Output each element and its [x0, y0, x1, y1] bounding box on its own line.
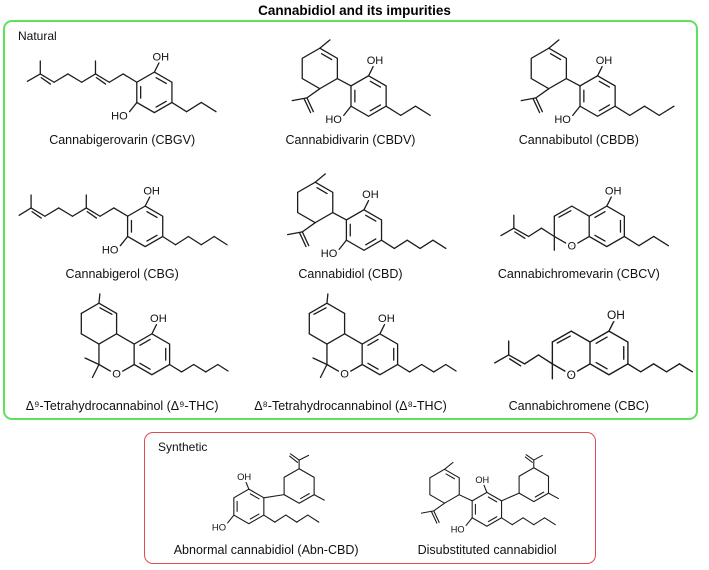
natural-grid: OH HO Cannabigerovarin (CBGV) OH HO Cannabidi…	[8, 37, 693, 416]
compound-cell-cbd: OH HO Cannabidiol (CBD)	[236, 150, 464, 284]
atom-label-oh: OH	[595, 55, 612, 67]
synthetic-grid: OH HO Abnormal cannabidiol (Abn-CBD) OH HO Di…	[149, 446, 591, 560]
structure-cbdv: OH HO	[291, 39, 432, 128]
atom-label-ho: HO	[554, 114, 571, 126]
atom-label-oh: OH	[605, 185, 622, 197]
atom-label-o: O	[567, 241, 576, 253]
atom-label-ho: HO	[111, 110, 128, 122]
compound-cell-thc8: OH O Δ⁸-Tetrahydrocannabinol (Δ⁸-THC)	[236, 284, 464, 416]
natural-group-box: Natural OH HO Cannabigerovarin (CBGV) OH HO C…	[3, 20, 698, 420]
atom-label-ho: HO	[102, 244, 119, 256]
compound-cell-cbg: OH HO Cannabigerol (CBG)	[8, 150, 236, 284]
compound-label-disubstituted-cbd: Disubstituted cannabidiol	[417, 543, 557, 557]
compound-cell-cbc: OH O Cannabichromene (CBC)	[465, 284, 693, 416]
atom-label-o: O	[112, 369, 121, 381]
structure-thc9: OH O	[80, 293, 229, 383]
compound-label-abn-cbd: Abnormal cannabidiol (Abn-CBD)	[173, 543, 359, 557]
atom-label-oh: OH	[476, 475, 490, 485]
structure-cbdb: OH HO	[520, 39, 675, 128]
atom-label-oh: OH	[237, 471, 251, 482]
compound-cell-thc9: OH O Δ⁹-Tetrahydrocannabinol (Δ⁹-THC)	[8, 284, 236, 416]
atom-label-oh: OH	[143, 185, 160, 197]
atom-label-oh: OH	[378, 313, 395, 325]
structure-cbd: OH HO	[287, 173, 447, 262]
structure-thc8: OH O	[308, 293, 457, 383]
compound-label-cbg: Cannabigerol (CBG)	[65, 267, 179, 281]
atom-label-oh: OH	[362, 189, 379, 201]
compound-cell-disubstituted-cbd: OH HO Disubstituted cannabidiol	[383, 446, 591, 560]
atom-label-ho: HO	[326, 114, 343, 126]
atom-label-o: O	[341, 369, 350, 381]
atom-label-oh: OH	[153, 51, 170, 63]
compound-label-cbdv: Cannabidivarin (CBDV)	[285, 133, 416, 147]
compound-cell-cbgv: OH HO Cannabigerovarin (CBGV)	[8, 37, 236, 150]
compound-cell-cbdv: OH HO Cannabidivarin (CBDV)	[236, 37, 464, 150]
figure-title: Cannabidiol and its impurities	[258, 3, 451, 18]
synthetic-group-box: Synthetic OH HO Abnormal cannabidiol (Abn-…	[144, 432, 596, 564]
atom-label-ho: HO	[451, 524, 465, 534]
compound-cell-cbdb: OH HO Cannabibutol (CBDB)	[465, 37, 693, 150]
atom-label-oh: OH	[607, 308, 625, 322]
structure-abn-cbd: OH HO	[210, 453, 325, 534]
compound-label-cbd: Cannabidiol (CBD)	[298, 267, 403, 281]
atom-label-ho: HO	[321, 248, 338, 260]
compound-label-cbdb: Cannabibutol (CBDB)	[518, 133, 639, 147]
compound-label-thc9: Δ⁹-Tetrahydrocannabinol (Δ⁹-THC)	[25, 399, 219, 413]
atom-label-o: O	[566, 368, 575, 382]
compound-label-thc8: Δ⁸-Tetrahydrocannabinol (Δ⁸-THC)	[254, 399, 447, 413]
structure-cbcv: OH O	[499, 183, 669, 255]
compound-label-cbgv: Cannabigerovarin (CBGV)	[49, 133, 196, 147]
structure-cbgv: OH HO	[26, 49, 217, 125]
structure-cbc: OH O	[493, 306, 693, 384]
atom-label-oh: OH	[150, 313, 167, 325]
atom-label-oh: OH	[367, 55, 384, 67]
compound-cell-cbcv: OH O Cannabichromevarin (CBCV)	[465, 150, 693, 284]
compound-label-cbcv: Cannabichromevarin (CBCV)	[497, 267, 660, 281]
compound-label-cbc: Cannabichromene (CBC)	[508, 399, 649, 413]
synthetic-group-label: Synthetic	[158, 440, 208, 454]
structure-disubstituted-cbd: OH HO	[421, 454, 560, 536]
natural-group-label: Natural	[18, 29, 57, 43]
atom-label-ho: HO	[212, 521, 226, 532]
structure-cbg: OH HO	[18, 183, 228, 259]
compound-cell-abn-cbd: OH HO Abnormal cannabidiol (Abn-CBD)	[149, 446, 383, 560]
